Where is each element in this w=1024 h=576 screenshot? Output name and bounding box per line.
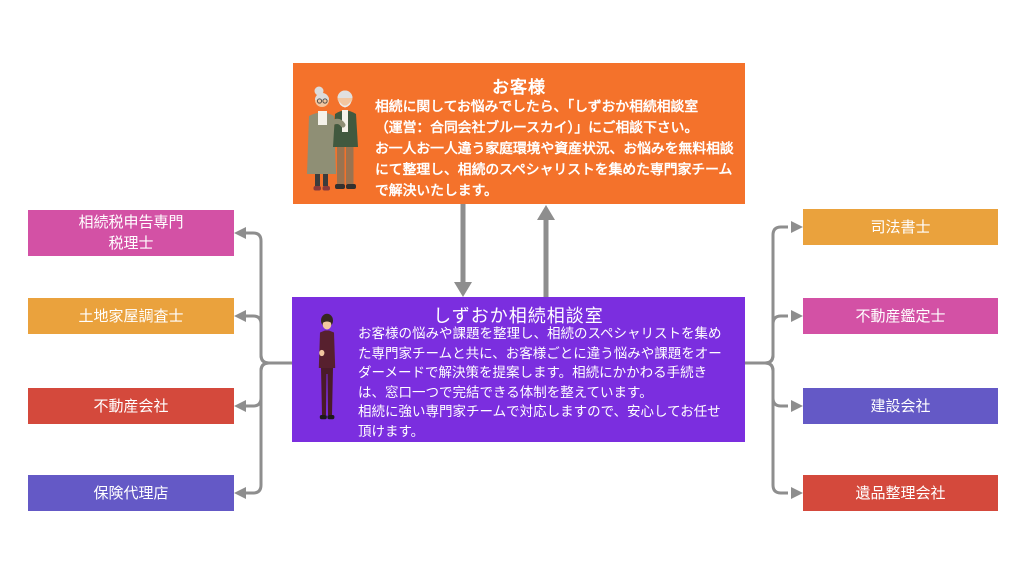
office-to-customer-arrow — [537, 205, 555, 297]
connector-right-4 — [745, 361, 788, 495]
partner-box-real-estate-company: 不動産会社 — [28, 388, 234, 424]
office-description: お客様の悩みや課題を整理し、相続のスペシャリストを集め た専門家チームと共に、お… — [358, 326, 722, 439]
customer-to-office-arrow — [454, 204, 472, 297]
elderly-couple-icon — [307, 86, 358, 191]
consultant-man-icon — [318, 313, 336, 420]
partner-box-construction-company: 建設会社 — [803, 388, 998, 424]
connector-left-2 — [246, 314, 292, 365]
connector-right-2 — [745, 314, 788, 365]
partner-box-judicial-scrivener: 司法書士 — [803, 209, 998, 245]
connector-left-4 — [246, 361, 292, 495]
partner-box-estate-cleanup-company: 遺品整理会社 — [803, 475, 998, 511]
partner-box-real-estate-appraiser: 不動産鑑定士 — [803, 298, 998, 334]
left-connectors — [246, 231, 292, 495]
office-title: しずおか相続相談室 — [433, 306, 604, 326]
connector-right-1 — [745, 225, 788, 365]
connector-left-1 — [246, 231, 292, 365]
office-box: しずおか相続相談室 お客様の悩みや課題を整理し、相続のスペシャリストを集め た専… — [292, 297, 745, 442]
right-connectors — [745, 225, 788, 495]
customer-title: お客様 — [492, 78, 546, 97]
connector-left-3 — [246, 361, 292, 408]
right-arrowheads — [791, 221, 803, 499]
customer-description: 相続に関してお悩みでしたら、「しずおか相続相談室 （運営：合同会社ブルースカイ）… — [375, 99, 734, 198]
partner-box-tax-accountant: 相続税申告専門 税理士 — [28, 210, 234, 256]
left-arrowheads — [234, 227, 246, 499]
partner-box-insurance-agency: 保険代理店 — [28, 475, 234, 511]
connector-right-3 — [745, 361, 788, 408]
partner-box-land-surveyor: 土地家屋調査士 — [28, 298, 234, 334]
customer-box: お客様 相続に関してお悩みでしたら、「しずおか相続相談室 （運営：合同会社ブルー… — [293, 63, 745, 204]
